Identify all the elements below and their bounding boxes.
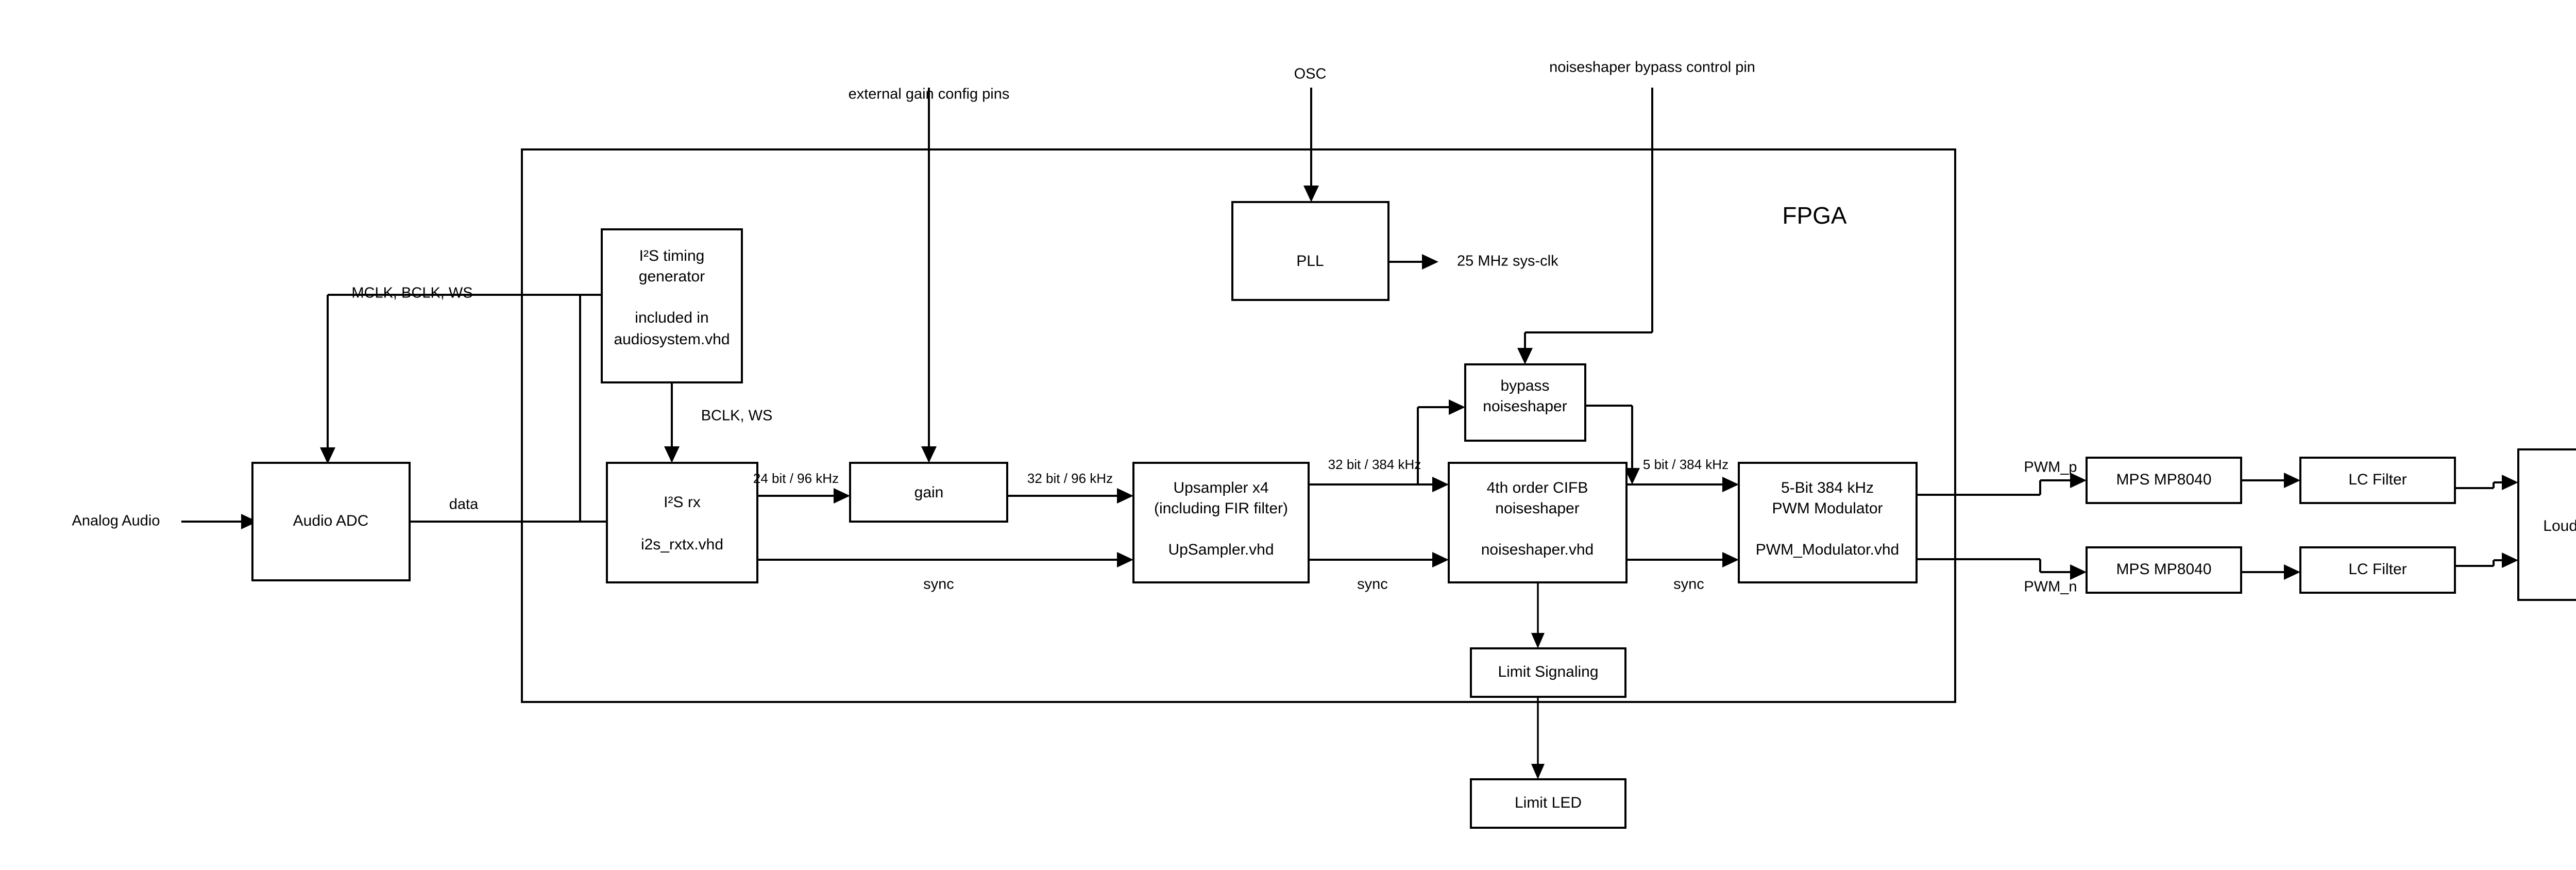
block-upsampler-line2: (including FIR filter) [1154, 500, 1288, 517]
block-limit-signaling-label: Limit Signaling [1498, 663, 1598, 680]
arrowhead-24bit-into-gain [834, 488, 850, 504]
signal-32bit-384khz: 32 bit / 384 kHz [1328, 457, 1421, 472]
block-loudspeaker[interactable] [2517, 448, 2576, 601]
block-lc-filter-n[interactable] [2299, 546, 2456, 594]
arrowhead-lcn-into-speaker [2502, 553, 2518, 568]
block-pwm-modulator-line3: PWM_Modulator.vhd [1756, 541, 1899, 558]
signal-pwm-n: PWM_n [2024, 579, 2077, 595]
arrowhead-tap-into-bypass [1449, 399, 1465, 415]
block-mps-mp8040-n-label: MPS MP8040 [2116, 561, 2211, 578]
arrowhead-mclk-into-adc [320, 447, 335, 464]
arrowhead-gain-config-into-gain [921, 446, 937, 463]
block-i2s-rx-line1: I²S rx [664, 494, 701, 511]
block-audio-adc[interactable] [251, 462, 411, 581]
block-upsampler-line1: Upsampler x4 [1173, 479, 1268, 496]
block-upsampler-line3: UpSampler.vhd [1168, 541, 1274, 558]
arrowhead-32bit384-into-noiseshaper [1432, 477, 1449, 492]
signal-24bit-96khz: 24 bit / 96 kHz [753, 471, 839, 486]
signal-sync-1: sync [923, 576, 954, 593]
signal-bclk-ws: BCLK, WS [701, 408, 773, 424]
arrowhead-5bit384-into-pwm [1722, 477, 1739, 492]
block-noiseshaper[interactable] [1448, 462, 1628, 583]
block-pwm-modulator-line2: PWM Modulator [1772, 500, 1883, 517]
block-i2s-timing-generator-line3: included in [635, 309, 708, 326]
arrowhead-bclkws-into-i2srx [664, 446, 680, 463]
block-i2s-timing-generator[interactable] [601, 228, 743, 383]
block-i2s-timing-generator-line2: generator [639, 268, 705, 285]
arrowhead-mpsn-into-lc [2284, 564, 2300, 580]
signal-pwm-p: PWM_p [2024, 459, 2077, 476]
arrowhead-into-limit-led [1531, 764, 1545, 779]
arrowhead-sync2-into-noiseshaper [1432, 552, 1449, 567]
block-limit-signaling[interactable] [1470, 647, 1626, 698]
arrowhead-into-limit-signaling [1531, 633, 1545, 648]
block-upsampler[interactable] [1132, 462, 1310, 583]
signal-data: data [449, 496, 479, 513]
block-i2s-rx-line2: i2s_rxtx.vhd [641, 536, 723, 553]
block-bypass-noiseshaper-line2: noiseshaper [1483, 398, 1567, 415]
block-limit-led-label: Limit LED [1515, 794, 1582, 811]
signal-32bit-96khz: 32 bit / 96 kHz [1027, 471, 1113, 486]
signal-noiseshaper-bypass-control-pin: noiseshaper bypass control pin [1549, 59, 1755, 76]
block-mps-mp8040-p[interactable] [2086, 457, 2242, 504]
block-pll[interactable] [1231, 201, 1389, 301]
fpga-region-label: FPGA [1782, 202, 1847, 229]
block-noiseshaper-line3: noiseshaper.vhd [1481, 541, 1594, 558]
block-audio-adc-label: Audio ADC [293, 512, 369, 529]
arrowhead-lcp-into-speaker [2502, 475, 2518, 490]
arrowhead-sync1-into-upsampler [1117, 552, 1133, 567]
arrowhead-mpsp-into-lc [2284, 473, 2300, 488]
block-lc-filter-n-label: LC Filter [2348, 561, 2406, 578]
signal-external-gain-config-pins: external gain config pins [849, 86, 1010, 103]
arrowhead-pwmp-into-mps [2070, 473, 2087, 488]
block-i2s-timing-generator-line1: I²S timing [639, 247, 705, 264]
arrowhead-sync3-into-pwm [1722, 552, 1739, 567]
block-noiseshaper-line2: noiseshaper [1495, 500, 1579, 517]
block-mps-mp8040-p-label: MPS MP8040 [2116, 471, 2211, 488]
block-pwm-modulator[interactable] [1738, 462, 1918, 583]
block-lc-filter-p[interactable] [2299, 457, 2456, 504]
block-pll-label: PLL [1296, 253, 1324, 270]
block-i2s-rx[interactable] [606, 462, 758, 583]
block-noiseshaper-line1: 4th order CIFB [1487, 479, 1588, 496]
block-limit-led[interactable] [1470, 778, 1626, 829]
signal-5bit-384khz: 5 bit / 384 kHz [1643, 457, 1728, 472]
block-lc-filter-p-label: LC Filter [2348, 471, 2406, 488]
signal-sys-clk: 25 MHz sys-clk [1457, 253, 1558, 270]
block-gain[interactable] [849, 462, 1008, 523]
arrowhead-bypass-out-merge [1624, 468, 1640, 484]
arrowhead-pll-sysclk [1422, 254, 1438, 270]
arrowhead-pwmn-into-mps [2070, 564, 2087, 580]
block-pwm-modulator-line1: 5-Bit 384 kHz [1781, 479, 1874, 496]
block-bypass-noiseshaper[interactable] [1464, 363, 1586, 442]
signal-sync-3: sync [1673, 576, 1704, 593]
arrowhead-bypass-control-into-box [1517, 348, 1533, 364]
signal-analog-audio: Analog Audio [72, 513, 160, 529]
signal-osc: OSC [1294, 66, 1327, 82]
block-loudspeaker-label: Loudspeaker [2543, 517, 2576, 534]
block-gain-label: gain [914, 484, 944, 501]
block-bypass-noiseshaper-line1: bypass [1500, 377, 1549, 394]
arrowhead-analog-audio [241, 514, 258, 529]
block-i2s-timing-generator-line4: audiosystem.vhd [614, 331, 730, 348]
arrowhead-osc-into-pll [1303, 186, 1319, 202]
signal-sync-2: sync [1357, 576, 1388, 593]
block-mps-mp8040-n[interactable] [2086, 546, 2242, 594]
arrowhead-32bit96-into-upsampler [1117, 488, 1133, 504]
signal-mclk-bclk-ws: MCLK, BCLK, WS [351, 285, 472, 302]
